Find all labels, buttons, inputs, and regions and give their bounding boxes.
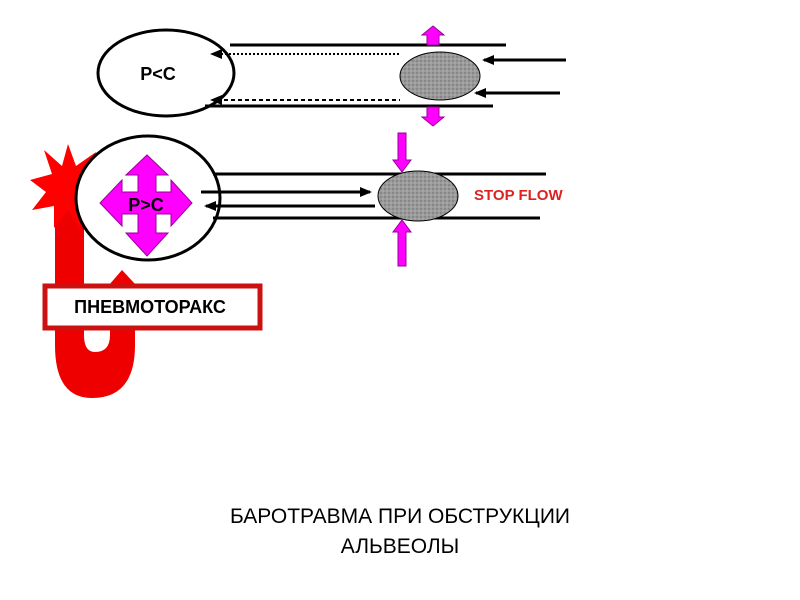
caption-line-1: БАРОТРАВМА ПРИ ОБСТРУКЦИИ: [229, 505, 571, 528]
lower-alveolus: P>C: [74, 134, 222, 262]
upper-alveolus: P<C: [96, 28, 236, 118]
lower-airway: STOP FLOW: [201, 132, 563, 267]
four-way-arrow-icon: [99, 154, 193, 257]
upper-obstruction: [399, 51, 481, 101]
figure-caption: БАРОТРАВМА ПРИ ОБСТРУКЦИИ АЛЬВЕОЛЫ: [100, 502, 700, 562]
lower-alveolus-label: P>C: [128, 195, 164, 215]
magenta-up-arrow-icon: [392, 219, 412, 267]
stop-flow-label: STOP FLOW: [474, 187, 563, 204]
pneumothorax-box: ПНЕВМОТОРАКС: [42, 283, 263, 331]
caption-line-2: АЛЬВЕОЛЫ: [340, 535, 460, 558]
upper-airway: [205, 25, 566, 127]
pneumothorax-label: ПНЕВМОТОРАКС: [74, 297, 226, 317]
u-turn-arrow-icon: [55, 185, 150, 398]
magenta-up-arrow-icon: [420, 25, 446, 46]
lower-obstruction: [377, 170, 459, 222]
upper-alveolus-label: P<C: [140, 64, 176, 84]
magenta-down-arrow-icon: [392, 132, 412, 173]
magenta-down-arrow-icon: [420, 106, 446, 127]
